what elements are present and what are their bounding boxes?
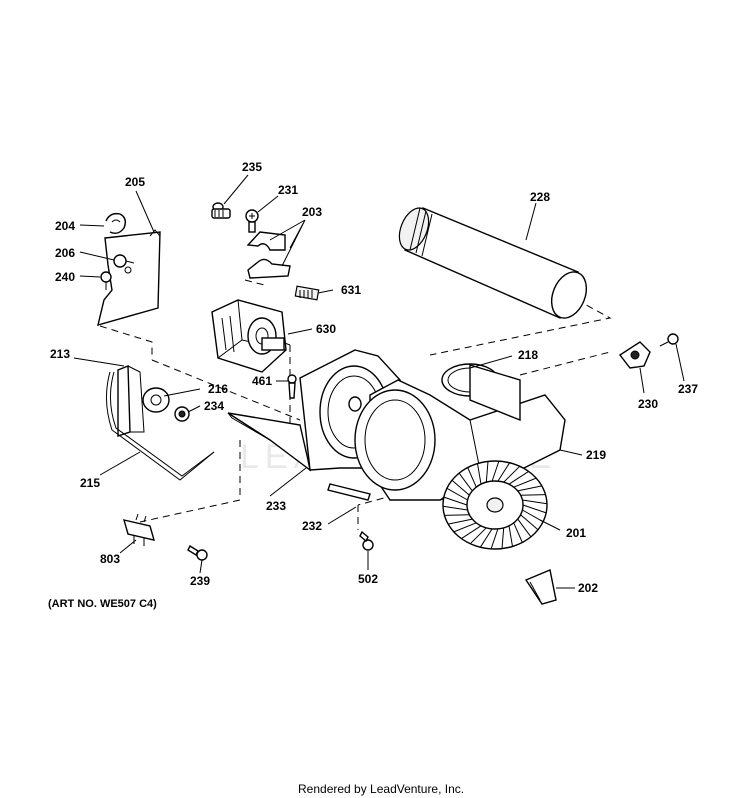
blower-blade bbox=[501, 527, 505, 549]
label-201[interactable]: 201 bbox=[566, 526, 586, 540]
part-215-drive-belt[interactable] bbox=[106, 371, 215, 481]
part-203-clamps[interactable] bbox=[246, 231, 291, 279]
part-631-fuse[interactable] bbox=[294, 285, 320, 301]
blower-blade bbox=[444, 514, 470, 516]
blower-blade bbox=[446, 487, 468, 501]
blower-blade bbox=[451, 479, 470, 496]
blower-blade bbox=[522, 504, 547, 514]
blower-blade bbox=[508, 525, 513, 547]
label-631[interactable]: 631 bbox=[341, 283, 361, 297]
label-202[interactable]: 202 bbox=[578, 581, 598, 595]
part-206-screw[interactable] bbox=[113, 254, 135, 268]
assembly-guide-lines bbox=[99, 279, 612, 530]
label-213[interactable]: 213 bbox=[50, 347, 70, 361]
blower-blade bbox=[467, 467, 477, 488]
blower-blade bbox=[522, 499, 548, 505]
blower-blade bbox=[490, 528, 499, 550]
blower-blade bbox=[453, 522, 477, 533]
blower-blade bbox=[503, 465, 521, 483]
label-231[interactable]: 231 bbox=[278, 183, 298, 197]
label-234[interactable]: 234 bbox=[204, 399, 224, 413]
part-461-screw[interactable] bbox=[287, 374, 297, 399]
label-461[interactable]: 461 bbox=[252, 374, 272, 388]
label-205[interactable]: 205 bbox=[125, 175, 145, 189]
part-240-screw[interactable] bbox=[100, 271, 112, 290]
label-803[interactable]: 803 bbox=[100, 552, 120, 566]
blower-blade bbox=[447, 518, 473, 525]
part-230-thermostat[interactable] bbox=[618, 341, 651, 369]
blower-blade bbox=[443, 496, 468, 506]
label-232[interactable]: 232 bbox=[302, 519, 322, 533]
art-number: (ART NO. WE507 C4) bbox=[48, 598, 157, 610]
part-803-switch[interactable] bbox=[123, 513, 155, 546]
blower-blade bbox=[458, 472, 473, 492]
blower-blade bbox=[442, 505, 468, 511]
blower-blade bbox=[513, 477, 537, 488]
part-218-duct-seal[interactable] bbox=[441, 363, 521, 422]
label-219[interactable]: 219 bbox=[586, 448, 606, 462]
blower-blade bbox=[461, 525, 482, 540]
blower-blade bbox=[517, 485, 543, 492]
footer-credit: Rendered by LeadVenture, Inc. bbox=[298, 782, 464, 796]
part-228-duct-tube[interactable] bbox=[394, 204, 593, 324]
part-201-blower-wheel[interactable] bbox=[442, 460, 548, 550]
part-204-clip[interactable] bbox=[105, 212, 127, 235]
part-234-nut[interactable] bbox=[174, 406, 190, 422]
part-231-screw[interactable] bbox=[245, 209, 259, 233]
blower-blade bbox=[497, 462, 511, 482]
blower-blade bbox=[522, 509, 544, 523]
blower-blade bbox=[469, 527, 487, 545]
blower-blade bbox=[485, 461, 489, 483]
label-228[interactable]: 228 bbox=[530, 190, 550, 204]
blower-blade bbox=[513, 522, 523, 543]
label-230[interactable]: 230 bbox=[638, 397, 658, 411]
blower-blade bbox=[520, 514, 539, 531]
leader-lines bbox=[73, 174, 685, 589]
part-239-screw[interactable] bbox=[187, 544, 208, 561]
blower-blade bbox=[491, 460, 500, 482]
blower-blade bbox=[477, 463, 482, 485]
part-216-idler-pulley[interactable] bbox=[142, 387, 170, 413]
label-206[interactable]: 206 bbox=[55, 246, 75, 260]
part-237-screw[interactable] bbox=[659, 333, 679, 347]
part-502-screw[interactable] bbox=[359, 530, 374, 551]
part-235-screw[interactable] bbox=[211, 202, 231, 219]
label-235[interactable]: 235 bbox=[242, 160, 262, 174]
label-502[interactable]: 502 bbox=[358, 572, 378, 586]
part-630-motor[interactable] bbox=[211, 299, 287, 373]
part-202-clip[interactable] bbox=[524, 569, 557, 605]
label-240[interactable]: 240 bbox=[55, 270, 75, 284]
part-labels: 205 204 206 240 235 231 203 228 631 630 … bbox=[50, 160, 698, 595]
label-233[interactable]: 233 bbox=[266, 499, 286, 513]
label-216[interactable]: 216 bbox=[208, 382, 228, 396]
label-215[interactable]: 215 bbox=[80, 476, 100, 490]
label-218[interactable]: 218 bbox=[518, 348, 538, 362]
blower-blade bbox=[508, 470, 529, 485]
label-239[interactable]: 239 bbox=[190, 574, 210, 588]
blower-blade bbox=[479, 528, 493, 548]
part-232-rod[interactable] bbox=[327, 483, 371, 501]
part-205-bracket[interactable] bbox=[97, 229, 161, 326]
label-203[interactable]: 203 bbox=[302, 205, 322, 219]
blower-blade bbox=[517, 518, 532, 538]
blower-blade bbox=[520, 494, 546, 496]
part-213-idler-arm[interactable] bbox=[117, 364, 145, 437]
label-204[interactable]: 204 bbox=[55, 219, 75, 233]
label-237[interactable]: 237 bbox=[678, 382, 698, 396]
label-630[interactable]: 630 bbox=[316, 322, 336, 336]
